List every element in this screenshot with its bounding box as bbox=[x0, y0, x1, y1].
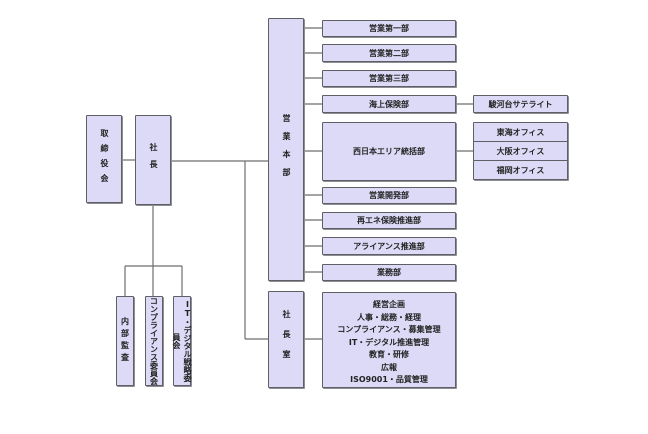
dept-sales-2: 営業第二部 bbox=[322, 44, 456, 62]
function-item: 広報 bbox=[381, 362, 397, 372]
committee-compliance: コンプライアンス委員会 bbox=[145, 296, 163, 386]
dept-sales-dev: 営業開発部 bbox=[322, 187, 456, 204]
dept-renewable: 再エネ保険推進部 bbox=[322, 212, 456, 229]
committee-it-digital: IT・デジタル戦略委員会 bbox=[172, 296, 192, 386]
function-item: IT・デジタル推進管理 bbox=[348, 337, 430, 347]
dept-label: 営業第二部 bbox=[369, 48, 409, 58]
office-surugadai: 駿河台サテライト bbox=[473, 95, 568, 113]
office-tokai: 東海オフィス bbox=[473, 122, 568, 142]
presidents-office-functions: 経営企画 人事・総務・経理 コンプライアンス・募集管理 IT・デジタル推進管理 … bbox=[322, 292, 456, 388]
office-label: 大阪オフィス bbox=[496, 146, 545, 156]
office-label: 東海オフィス bbox=[496, 127, 545, 137]
dept-west-japan: 西日本エリア統括部 bbox=[322, 122, 456, 181]
committee-label: コンプライアンス委員会 bbox=[149, 297, 159, 385]
dept-sales-1: 営業第一部 bbox=[322, 20, 456, 37]
function-item: ISO9001・品質管理 bbox=[350, 375, 428, 385]
function-item: 人事・総務・経理 bbox=[357, 312, 421, 322]
office-label: 福岡オフィス bbox=[496, 165, 545, 175]
dept-label: 海上保険部 bbox=[369, 99, 409, 109]
office-fukuoka: 福岡オフィス bbox=[473, 160, 568, 180]
dept-label: 営業第三部 bbox=[369, 74, 409, 83]
president-label: 社長 bbox=[149, 143, 158, 177]
committee-internal-audit: 内部監査 bbox=[116, 296, 134, 386]
dept-label: 業務部 bbox=[377, 268, 401, 277]
presidents-office-label: 社長室 bbox=[282, 309, 291, 370]
sales-hq-box: 営業本部 bbox=[268, 18, 304, 281]
presidents-office-box: 社長室 bbox=[268, 291, 304, 388]
dept-alliance: アライアンス推進部 bbox=[322, 237, 456, 255]
function-item: 経営企画 bbox=[373, 300, 405, 310]
dept-label: 西日本エリア統括部 bbox=[353, 147, 425, 156]
function-item: 教育・研修 bbox=[369, 350, 409, 360]
president-box: 社長 bbox=[135, 115, 171, 205]
dept-marine: 海上保険部 bbox=[322, 95, 456, 113]
office-osaka: 大阪オフィス bbox=[473, 141, 568, 161]
dept-label: アライアンス推進部 bbox=[353, 241, 425, 251]
sales-hq-label: 営業本部 bbox=[282, 113, 291, 186]
board-box: 取締役会 bbox=[86, 115, 122, 203]
committee-label: 内部監査 bbox=[120, 317, 130, 365]
dept-label: 営業第一部 bbox=[369, 24, 409, 33]
function-item: コンプライアンス・募集管理 bbox=[337, 325, 441, 335]
board-label: 取締役会 bbox=[100, 129, 109, 189]
dept-label: 営業開発部 bbox=[369, 191, 409, 200]
dept-label: 再エネ保険推進部 bbox=[357, 216, 421, 225]
dept-operations: 業務部 bbox=[322, 264, 456, 281]
committee-label: IT・デジタル戦略委員会 bbox=[172, 300, 192, 382]
office-label: 駿河台サテライト bbox=[488, 99, 553, 109]
dept-sales-3: 営業第三部 bbox=[322, 70, 456, 87]
